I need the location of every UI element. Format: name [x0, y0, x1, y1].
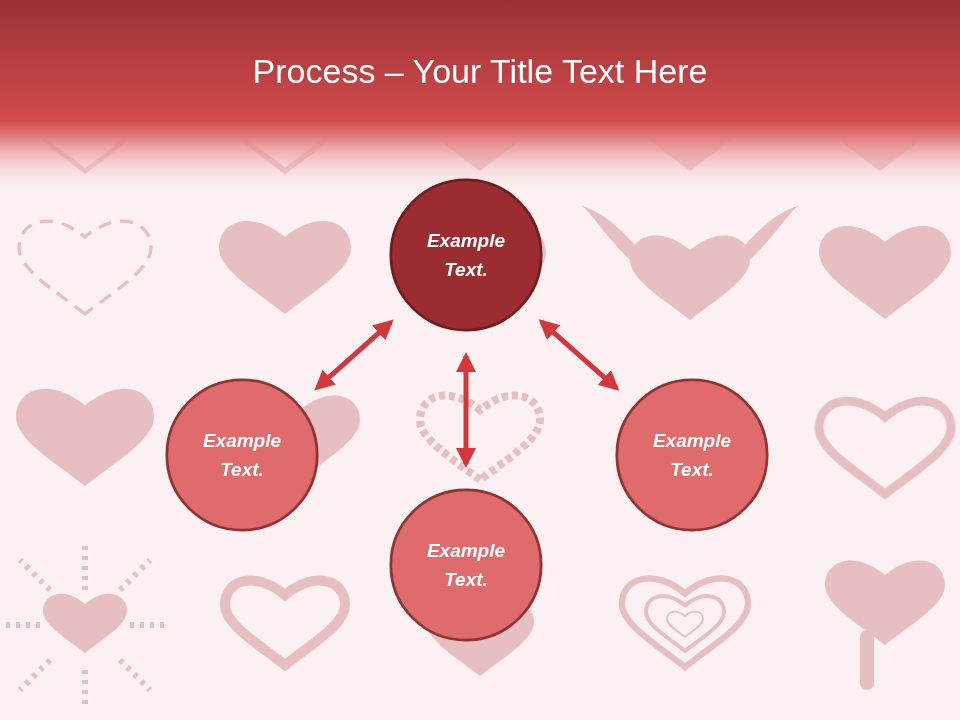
double-arrow: [542, 322, 617, 388]
process-circle: Example Text.: [389, 178, 543, 332]
slide-title: Process – Your Title Text Here: [0, 52, 960, 91]
process-circle: Example Text.: [389, 488, 543, 642]
node-label: Example Text.: [410, 226, 522, 284]
node-label: Example Text.: [636, 426, 748, 484]
circle-outline: [165, 378, 319, 532]
node-label: Example Text.: [186, 426, 298, 484]
process-circle: Example Text.: [615, 378, 769, 532]
double-arrow: [464, 356, 469, 464]
circle-outline: [389, 178, 543, 332]
circle-outline: [389, 488, 543, 642]
circle-outline: [615, 378, 769, 532]
process-circle: Example Text.: [165, 378, 319, 532]
double-arrow: [317, 322, 390, 387]
node-label: Example Text.: [410, 536, 522, 594]
